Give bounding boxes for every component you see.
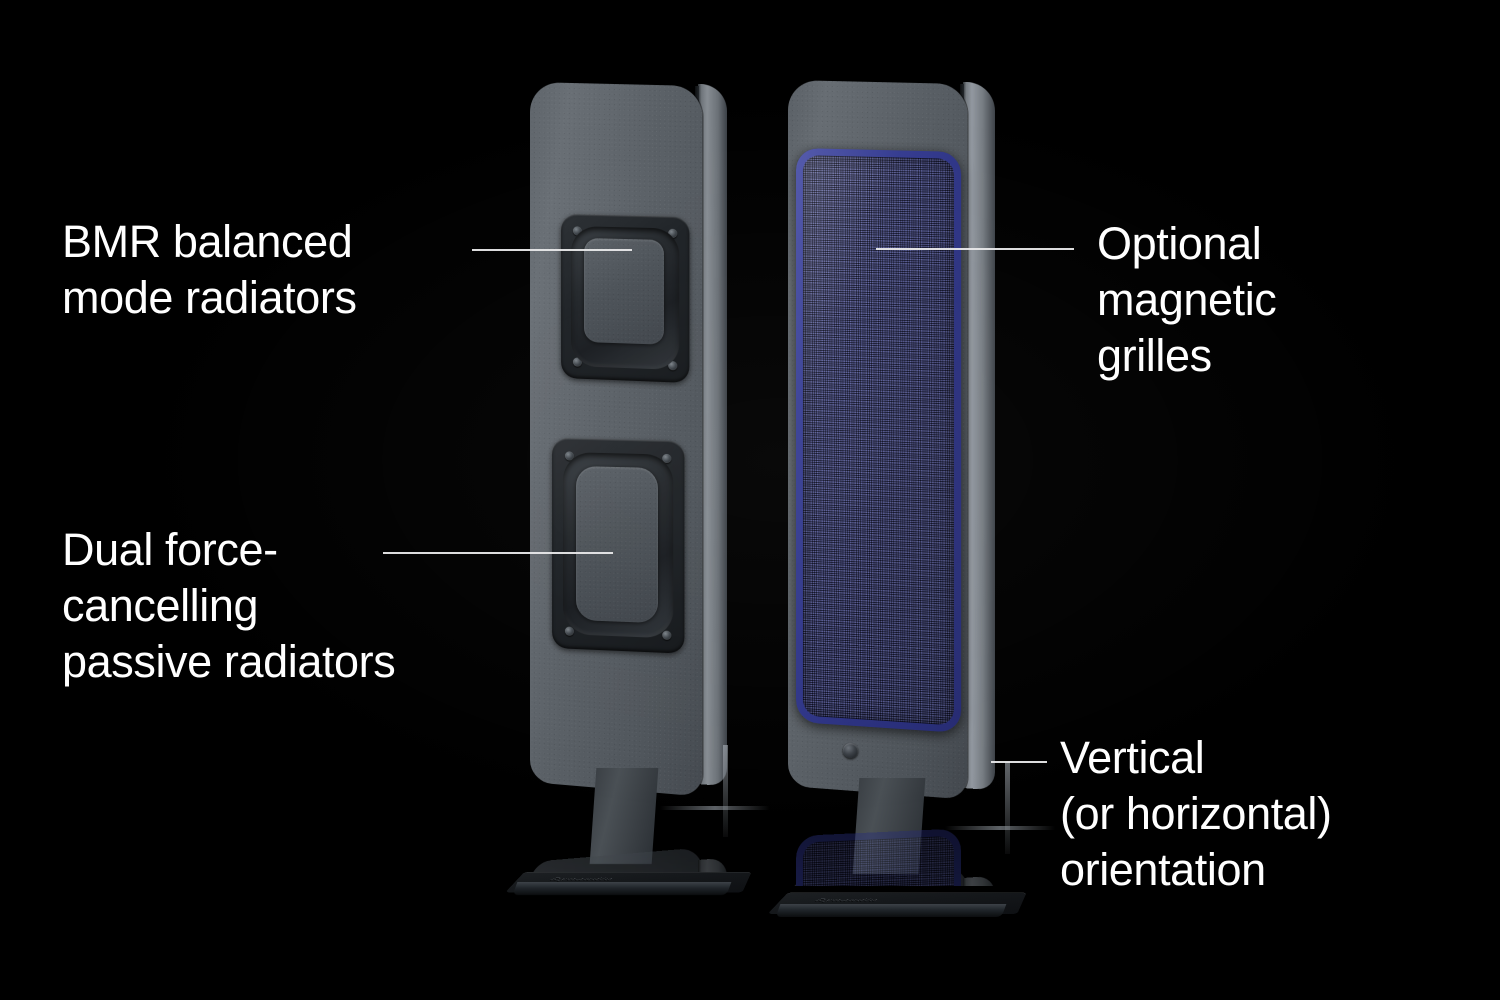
leader-line-bmr: [472, 249, 632, 251]
floor-highlight: [945, 826, 1055, 830]
bmr-driver-diaphragm: [584, 238, 664, 345]
leader-line-orientation: [991, 761, 1047, 763]
grille-mesh: [802, 155, 954, 726]
diaphragm-texture: [584, 238, 664, 345]
right-speaker-stand-neck: [852, 778, 926, 874]
floor-highlight: [1005, 762, 1010, 854]
callout-optional-magnetic-grilles: Optional magnetic grilles: [1097, 218, 1277, 381]
diaphragm-texture: [576, 466, 658, 624]
right-speaker-base-rim: [775, 904, 1007, 917]
brand-logo: Dynaudio: [812, 898, 883, 903]
leader-line-passive: [383, 552, 613, 554]
right-speaker-side-panel: [963, 82, 995, 791]
magnetic-grille[interactable]: [796, 148, 962, 734]
left-speaker: Dynaudio: [505, 78, 775, 895]
brand-logo: Dynaudio: [547, 877, 618, 882]
passive-radiator-diaphragm: [576, 466, 658, 624]
reflected-driver-plate: [552, 986, 685, 1000]
callout-vertical-or-horizontal-orientation: Vertical (or horizontal) orientation: [1060, 732, 1332, 895]
screw-icon: [662, 630, 672, 641]
callout-dual-force-cancelling-passive-radiators: Dual force- cancelling passive radiators: [62, 524, 396, 687]
left-speaker-base-rim: [512, 882, 732, 895]
left-speaker-stand-neck: [589, 768, 659, 864]
left-speaker-side-panel: [698, 84, 727, 787]
reflected-cabinet: [530, 847, 703, 1000]
leader-line-grilles: [876, 248, 1074, 250]
status-indicator-icon: [843, 743, 858, 759]
reflected-cabinet: [788, 866, 968, 1000]
floor-highlight: [723, 745, 728, 837]
right-speaker: Dynaudio: [760, 78, 1050, 917]
callout-bmr-balanced-mode-radiators: BMR balanced mode radiators: [62, 216, 357, 323]
floor-highlight: [660, 806, 770, 810]
reflected-status-indicator-icon: [843, 925, 858, 941]
